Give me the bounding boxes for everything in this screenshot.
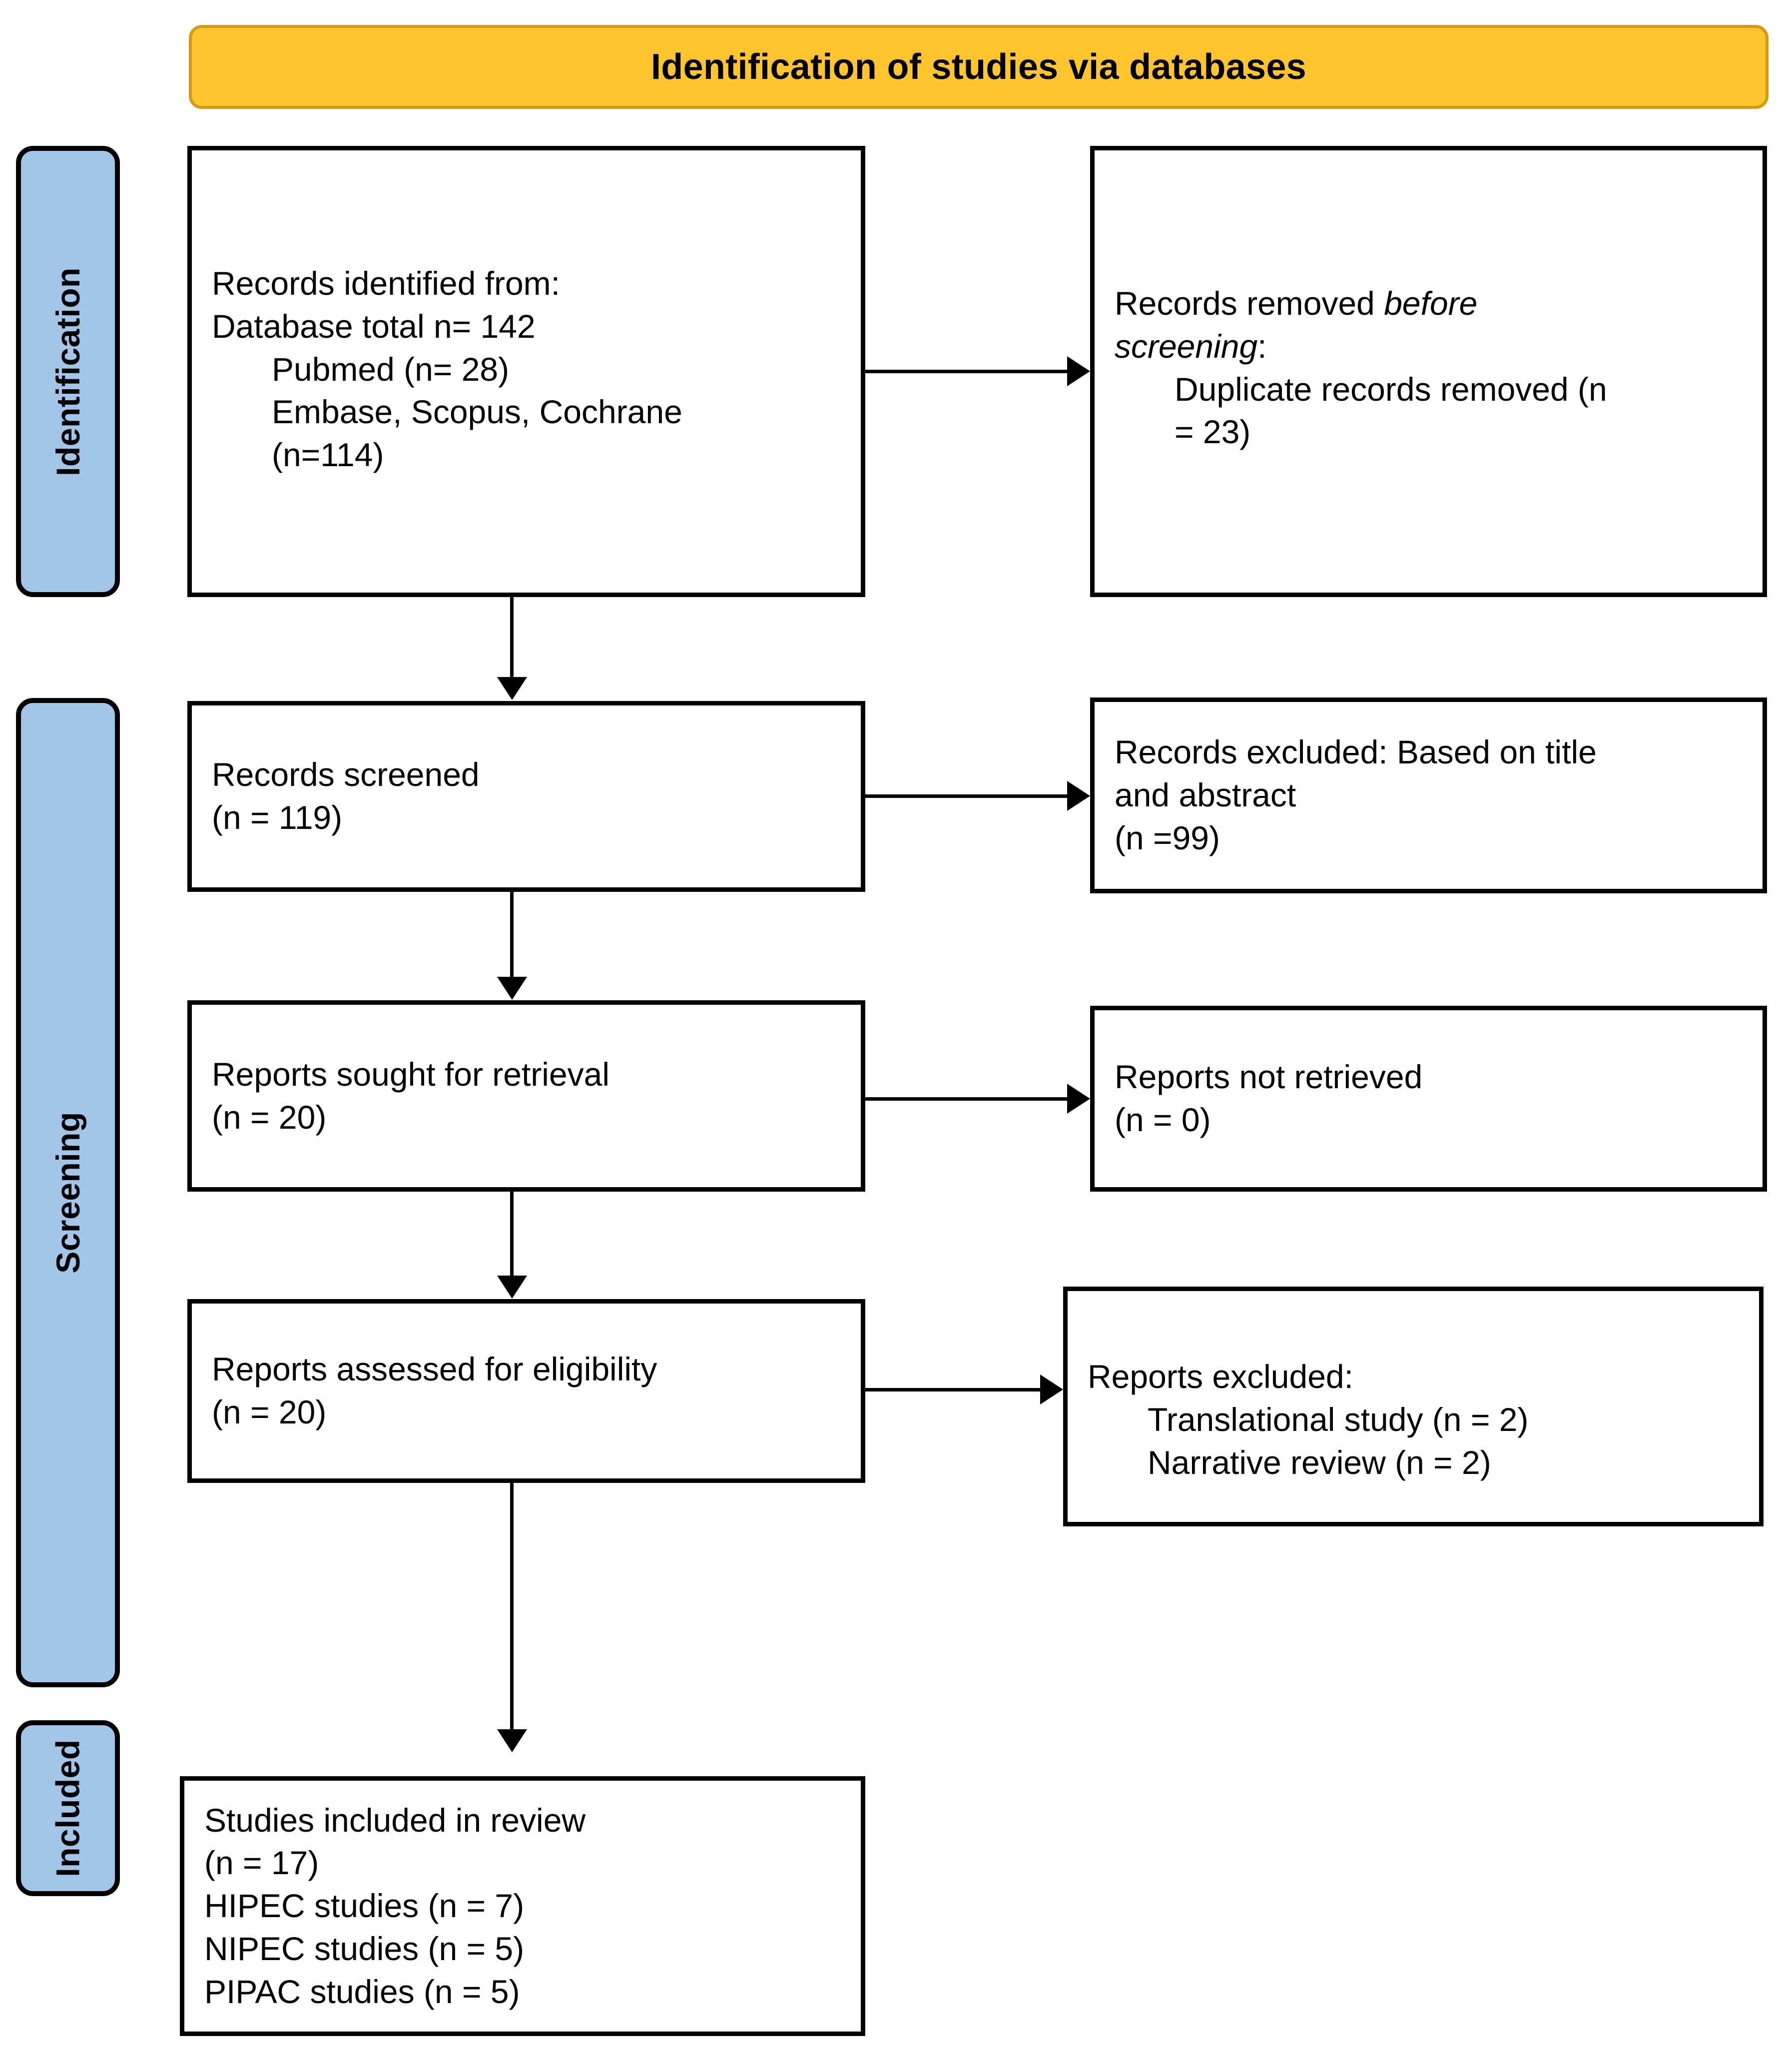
arrow-down-icon [497,977,527,1000]
box-line: Database total n= 142 [212,307,536,345]
connector-screened-to-sought [510,892,514,978]
box-line: Records screened [212,756,480,793]
box-line: Pubmed (n= 28) [272,350,510,388]
box-line: Embase, Scopus, Cochrane [272,393,682,431]
connector-sought-to-assessed [510,1192,514,1277]
stage-label-text: Identification [49,267,87,476]
box-line-plain: : [1257,327,1267,365]
stage-label-identification: Identification [16,146,120,597]
banner-title: Identification of studies via databases [650,47,1307,87]
box-line: (n = 17) [204,1844,319,1882]
stage-label-screening: Screening [16,698,120,1687]
box-line: Studies included in review [204,1801,586,1839]
arrow-down-icon [497,1729,527,1752]
connector-screened-to-excluded [865,794,1067,798]
box-reports-excluded: Reports excluded: Translational study (n… [1063,1287,1764,1526]
box-line: Records excluded: Based on title [1115,733,1597,771]
connector-assessed-to-included [510,1483,514,1730]
box-line-italic: screening [1115,327,1258,365]
box-line: (n =99) [1115,819,1220,856]
connector-identified-to-removed [865,370,1067,373]
box-line: Reports excluded: [1088,1358,1353,1395]
box-line: Duplicate records removed (n [1175,370,1607,408]
box-records-identified: Records identified from: Database total … [187,146,865,597]
connector-assessed-to-excluded-reports [865,1388,1041,1391]
box-line: PIPAC studies (n = 5) [204,1973,520,2010]
box-line: = 23) [1175,413,1251,451]
box-line: (n = 20) [212,1098,327,1136]
arrow-right-icon [1067,781,1090,811]
box-line: HIPEC studies (n = 7) [204,1887,525,1925]
box-line: (n=114) [272,436,384,474]
box-reports-assessed-for-eligibility: Reports assessed for eligibility (n = 20… [187,1299,865,1483]
box-line: Narrative review (n = 2) [1148,1443,1491,1481]
stage-label-included: Included [16,1720,120,1896]
box-reports-sought-for-retrieval: Reports sought for retrieval (n = 20) [187,1000,865,1192]
box-line: (n = 20) [212,1393,327,1430]
arrow-down-icon [497,677,527,700]
arrow-right-icon [1067,1084,1090,1114]
box-line: Translational study (n = 2) [1148,1401,1529,1438]
connector-identified-to-screened [510,597,514,678]
arrow-right-icon [1067,356,1090,386]
box-line: (n = 119) [212,799,343,836]
box-studies-included-in-review: Studies included in review (n = 17) HIPE… [180,1776,865,2036]
connector-sought-to-not-retrieved [865,1097,1067,1101]
arrow-right-icon [1040,1375,1063,1404]
box-line: and abstract [1115,776,1296,814]
stage-label-text: Screening [49,1112,87,1274]
box-records-screened: Records screened (n = 119) [187,701,865,892]
box-line: Records removed before [1115,282,1743,325]
box-line-plain: Records removed [1115,284,1384,322]
box-records-removed-before-screening: Records removed before screening: Duplic… [1090,146,1767,597]
box-line: Reports not retrieved [1115,1058,1423,1096]
box-line: (n = 0) [1115,1101,1211,1138]
diagram-header-banner: Identification of studies via databases [189,25,1769,109]
box-line: NIPEC studies (n = 5) [204,1930,525,1967]
box-line: Reports assessed for eligibility [212,1351,657,1388]
box-line: Records identified from: [212,265,560,302]
stage-label-text: Included [49,1739,87,1877]
box-line: screening: [1115,325,1743,368]
arrow-down-icon [497,1276,527,1299]
box-line-italic: before [1384,284,1478,322]
box-records-excluded-title-abstract: Records excluded: Based on title and abs… [1090,697,1767,893]
box-reports-not-retrieved: Reports not retrieved (n = 0) [1090,1006,1767,1192]
box-line: Reports sought for retrieval [212,1055,610,1093]
